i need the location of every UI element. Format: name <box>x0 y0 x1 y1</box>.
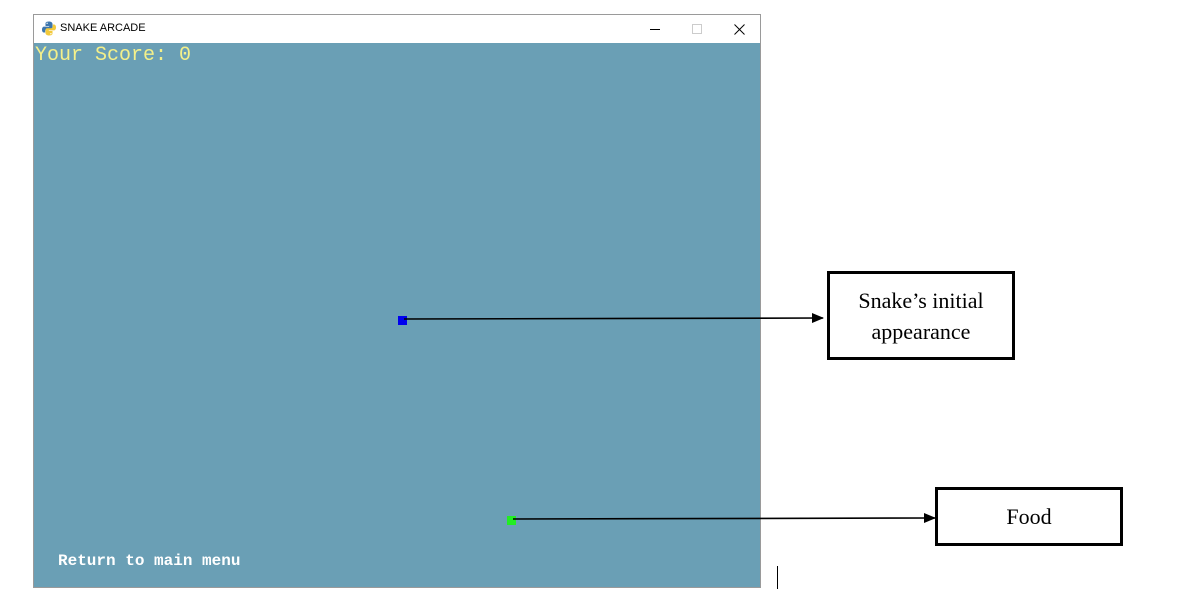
maximize-button[interactable] <box>676 15 718 43</box>
game-window: SNAKE ARCADE Your Score: 0 Return to mai… <box>33 14 761 588</box>
minimize-button[interactable] <box>634 15 676 43</box>
minimize-icon <box>650 29 660 30</box>
game-canvas[interactable]: Your Score: 0 Return to main menu <box>34 43 760 587</box>
snake-annotation-line2: appearance <box>871 318 971 344</box>
snake-head <box>398 316 407 325</box>
close-icon <box>733 23 745 35</box>
snake-annotation-line1: Snake’s initial <box>858 287 984 313</box>
food-pellet <box>507 516 516 525</box>
maximize-icon <box>692 24 702 34</box>
title-bar[interactable]: SNAKE ARCADE <box>34 15 760 43</box>
food-annotation-label: Food <box>1006 504 1052 529</box>
food-annotation-box: Food <box>935 487 1123 546</box>
close-button[interactable] <box>718 15 760 43</box>
snake-annotation-box: Snake’s initial appearance <box>827 271 1015 360</box>
text-cursor <box>777 566 778 589</box>
window-title: SNAKE ARCADE <box>60 22 146 34</box>
return-to-main-menu-button[interactable]: Return to main menu <box>58 552 241 570</box>
python-icon <box>42 21 56 36</box>
score-label: Your Score: 0 <box>35 44 192 67</box>
